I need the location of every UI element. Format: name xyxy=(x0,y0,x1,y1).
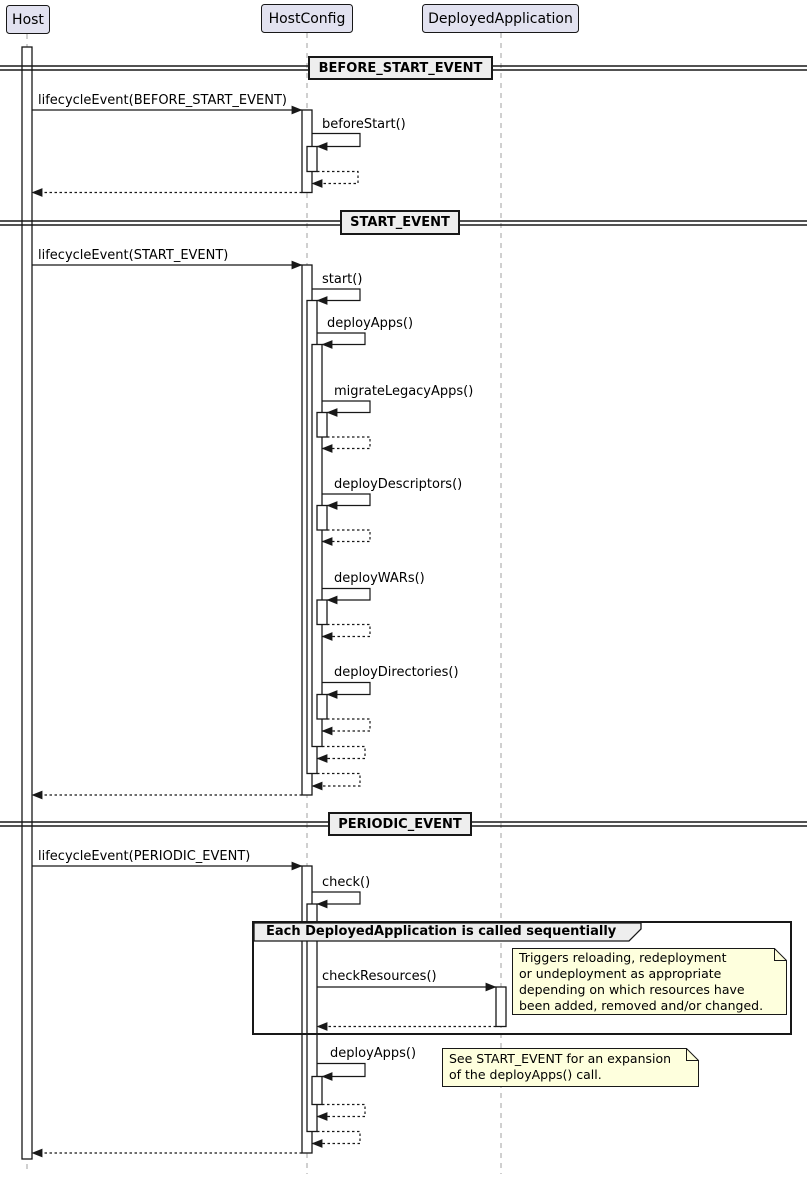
call-arrows xyxy=(32,105,497,1081)
return-deployapps-periodic xyxy=(316,1103,366,1121)
arrow-deployapps-periodic xyxy=(317,1062,366,1081)
activation-bars xyxy=(21,46,507,1160)
activation-deploydescriptors xyxy=(316,504,328,531)
return-check xyxy=(311,1130,361,1148)
divider-start-event: START_EVENT xyxy=(340,210,460,235)
activation-beforestart xyxy=(306,145,318,173)
return-deployapps-start xyxy=(316,745,366,763)
divider-periodic-event: PERIODIC_EVENT xyxy=(328,812,472,836)
group-border xyxy=(252,921,792,1035)
message-beforestart: beforeStart() xyxy=(322,117,406,132)
message-check: check() xyxy=(322,875,371,890)
message-lifecycle-start: lifecycleEvent(START_EVENT) xyxy=(38,248,229,263)
arrow-deployapps-start xyxy=(317,332,366,349)
return-deploydirectories xyxy=(321,718,371,736)
activation-host xyxy=(21,46,33,1160)
message-lifecycle-before: lifecycleEvent(BEFORE_START_EVENT) xyxy=(38,93,287,108)
arrow-deploydescriptors xyxy=(322,493,371,510)
activation-check xyxy=(306,903,318,1133)
activation-migratelegacyapps xyxy=(316,411,328,438)
notes xyxy=(442,948,787,1087)
activation-deployapps-periodic xyxy=(311,1075,323,1106)
return-arrows xyxy=(31,170,496,1158)
return-beforestart xyxy=(311,170,359,188)
note-deployapps-shape xyxy=(442,1048,699,1087)
arrow-deploywars xyxy=(322,587,371,605)
message-deployapps-start: deployApps() xyxy=(327,316,414,331)
return-migratelegacyapps xyxy=(321,436,371,453)
return-start xyxy=(311,772,361,791)
arrow-beforestart xyxy=(312,132,361,151)
participant-deployedapplication: DeployedApplication xyxy=(422,4,579,33)
arrow-deploydirectories xyxy=(322,681,371,699)
message-checkresources: checkResources() xyxy=(322,969,437,984)
activation-checkresources xyxy=(495,986,507,1028)
arrow-migratelegacyapps xyxy=(322,400,371,417)
participant-host: Host xyxy=(6,5,50,34)
participant-hostconfig: HostConfig xyxy=(261,4,353,33)
message-lifecycle-periodic: lifecycleEvent(PERIODIC_EVENT) xyxy=(38,849,251,864)
activation-deploywars xyxy=(316,599,328,626)
arrow-start xyxy=(312,288,361,305)
arrow-check xyxy=(312,891,361,909)
message-deploydescriptors: deployDescriptors() xyxy=(334,477,463,492)
note-deployapps-fold xyxy=(686,1048,699,1061)
activation-deploydirectories xyxy=(316,693,328,720)
message-migratelegacyapps: migrateLegacyApps() xyxy=(334,384,474,399)
group-title: Each DeployedApplication is called seque… xyxy=(266,924,617,939)
lifelines xyxy=(26,33,502,1174)
group-frame xyxy=(252,921,792,1035)
divider-lines xyxy=(0,65,807,827)
note-checkresources-fold xyxy=(774,948,787,961)
message-deploywars: deployWARs() xyxy=(334,571,425,586)
activation-deployapps-start xyxy=(311,343,323,748)
message-deploydirectories: deployDirectories() xyxy=(334,665,459,680)
note-deployapps-text: See START_EVENT for an expansion of the … xyxy=(449,1051,672,1082)
return-deploydescriptors xyxy=(321,529,371,546)
message-deployapps-periodic: deployApps() xyxy=(330,1046,417,1061)
note-checkresources-shape xyxy=(512,948,787,1015)
message-start: start() xyxy=(322,272,363,287)
note-checkresources-text: Triggers reloading, redeployment or unde… xyxy=(519,950,764,1013)
divider-before-start-event: BEFORE_START_EVENT xyxy=(308,56,493,80)
return-deploywars xyxy=(321,623,371,641)
